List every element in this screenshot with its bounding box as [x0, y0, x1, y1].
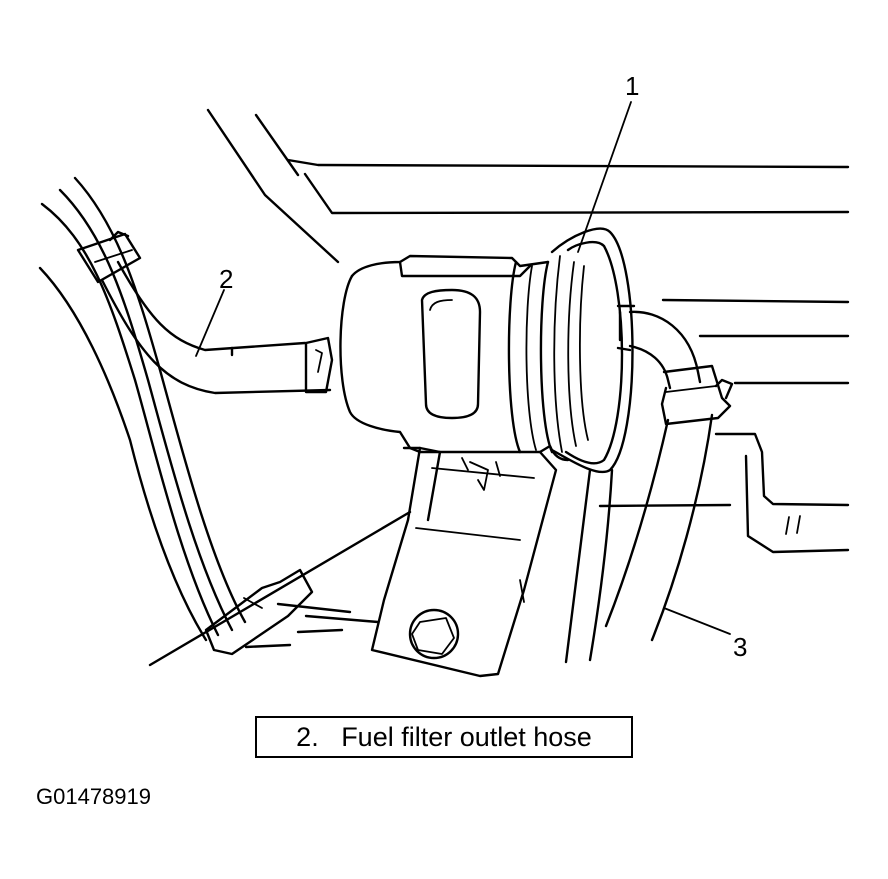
leader-line-1: [577, 101, 632, 253]
floor-lines: [148, 510, 412, 667]
figure-id: G01478919: [36, 784, 151, 809]
callout-label-1: 1: [625, 71, 639, 101]
frame-crossmember: [598, 432, 850, 554]
fuel-hose-3: [564, 413, 714, 664]
outlet-hose-clamp: [628, 310, 734, 426]
filter-mounting-bracket: [370, 446, 558, 678]
callout-label-2: 2: [219, 264, 233, 294]
body-panel-lines: [206, 108, 850, 385]
callout-leaders: [195, 101, 731, 635]
fuel-filter[interactable]: [339, 227, 636, 474]
caption-box: 2. Fuel filter outlet hose: [255, 716, 633, 758]
brake-fuel-line-bundle: [38, 176, 314, 656]
caption-text: 2. Fuel filter outlet hose: [296, 721, 592, 752]
fuel-hose-2: [100, 260, 334, 395]
callout-label-3: 3: [733, 632, 747, 662]
leader-line-2: [195, 289, 225, 357]
leader-line-3: [663, 607, 731, 635]
